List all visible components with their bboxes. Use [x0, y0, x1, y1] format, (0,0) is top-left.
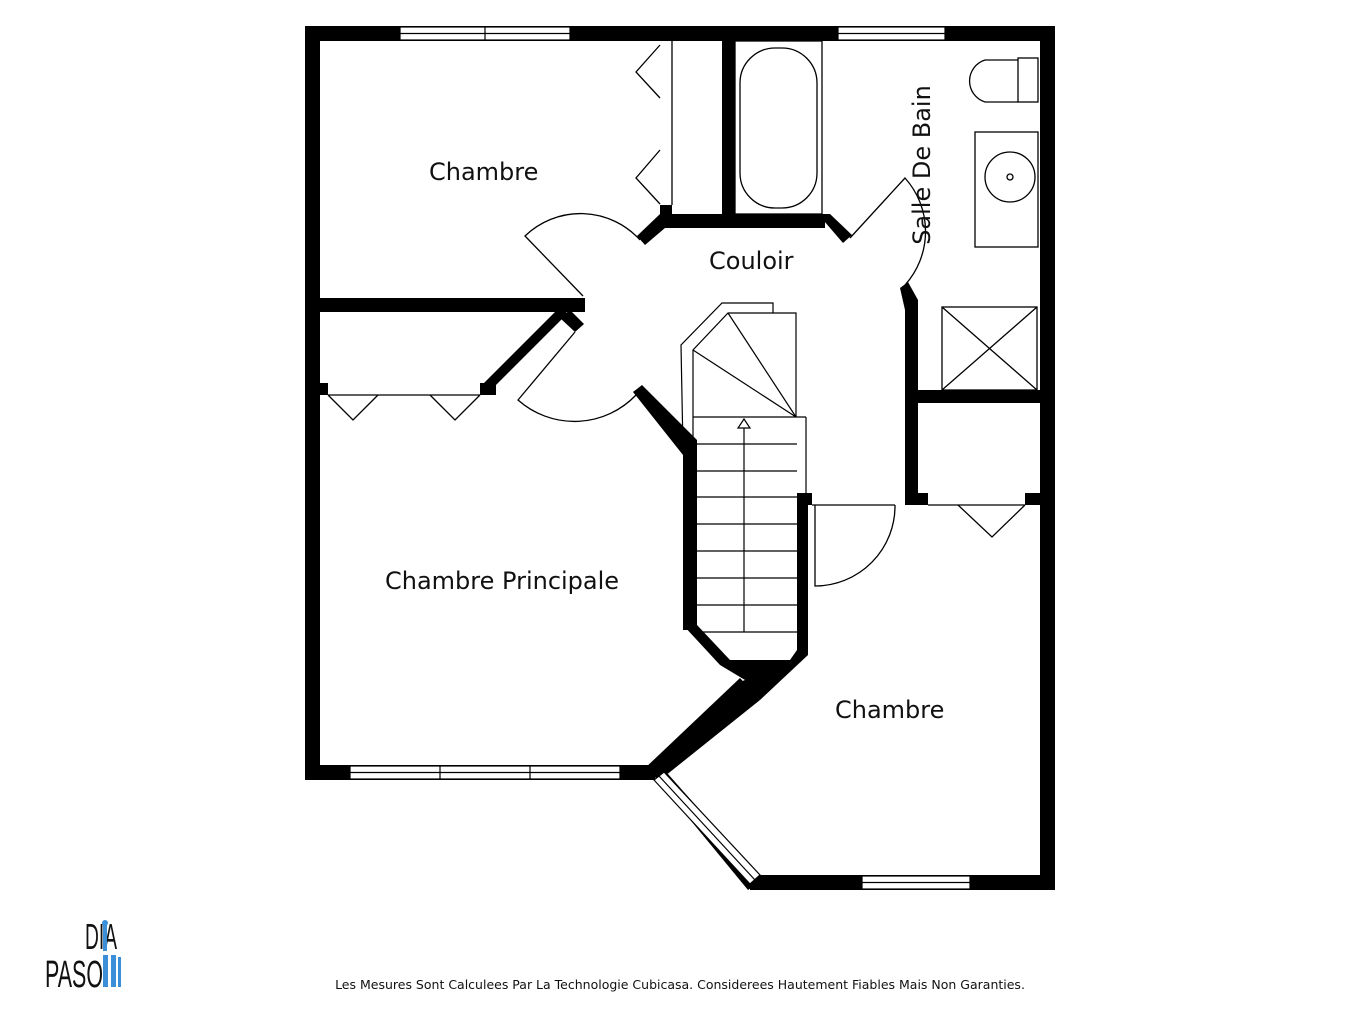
wall-stair-right [797, 500, 808, 655]
room-label-chambre-bottom: Chambre [835, 696, 945, 724]
toilet-bowl [968, 59, 1018, 103]
wall-closet-diag [482, 312, 578, 385]
wall-closet-bottom-stub [480, 383, 496, 395]
outer-wall-left [305, 26, 320, 780]
shower [941, 306, 1038, 391]
door-chambre-top [524, 212, 641, 297]
svg-text:PASO: PASO [45, 954, 103, 990]
room-label-chambre-principale: Chambre Principale [385, 567, 620, 595]
wall-shower-bottom [905, 390, 1040, 403]
door-chambre-bottom [814, 504, 896, 587]
footer-disclaimer: Les Mesures Sont Calculees Par La Techno… [335, 977, 1025, 992]
staircase [680, 302, 807, 633]
wall-master-diag [643, 678, 760, 780]
bathtub [734, 40, 823, 215]
sink-counter [974, 131, 1039, 248]
door-bath [849, 177, 927, 286]
wall-couloir-right-diag [818, 214, 852, 243]
wall-stair-left-diag [633, 385, 697, 455]
wall-couloir-top [660, 214, 825, 228]
wall-closet-divider [722, 41, 735, 221]
wall-lower-horizontal-a [905, 493, 928, 505]
fixtures [734, 40, 1039, 391]
svg-text:DIA: DIA [85, 916, 117, 957]
doors [327, 41, 1026, 587]
room-label-chambre-top: Chambre [429, 158, 539, 186]
sink-basin [984, 151, 1036, 203]
walls [305, 26, 1055, 890]
wall-master-door-frame [560, 310, 584, 332]
wall-stair-left [683, 445, 697, 630]
diapason-logo: DIA PASO [45, 915, 125, 990]
closet-doors-top [635, 44, 661, 205]
wall-stair-bottom [683, 625, 808, 700]
wall-closet-left-stub [320, 383, 328, 395]
bathtub-basin [739, 47, 818, 209]
closet-door-lower [957, 504, 1026, 538]
wall-chambre-bottom [320, 298, 585, 312]
wall-lower-horizontal-b [1025, 493, 1040, 505]
door-master [517, 331, 637, 423]
room-label-salle-de-bain: Salle De Bain [908, 85, 936, 245]
windows [349, 26, 971, 890]
toilet-tank [1017, 57, 1039, 103]
closet-doors-master [327, 394, 481, 421]
room-label-couloir: Couloir [709, 247, 794, 275]
wall-couloir-left-diag [637, 214, 672, 245]
outer-wall-right [1040, 26, 1055, 890]
